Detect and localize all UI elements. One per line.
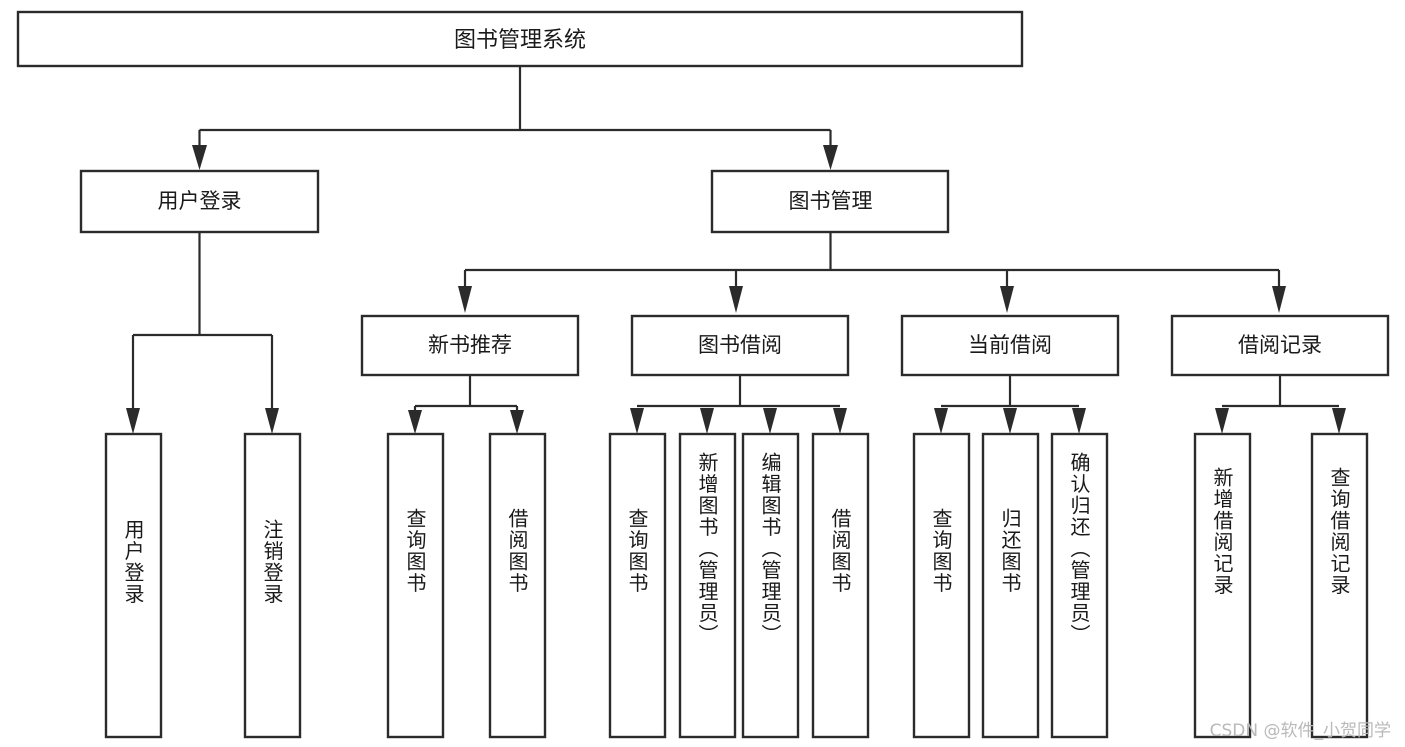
node-user-login-label: 用户登录 — [158, 189, 242, 213]
leaf-new-book-1-box[interactable] — [386, 432, 445, 739]
node-root-box[interactable] — [16, 10, 1024, 68]
arrowhead-borrowrecord-leaf1 — [1215, 408, 1229, 434]
leaf-borrow-record-1-label: 新增借阅记录 — [1210, 467, 1234, 596]
node-new-book-recommend[interactable]: 新书推荐 — [360, 314, 580, 377]
arrowhead-borrow-record — [1272, 286, 1286, 313]
arrowhead-currentborrow-leaf2 — [1003, 408, 1017, 434]
leaf-borrow-record-1[interactable]: 新增借阅记录 — [1193, 432, 1252, 739]
leaf-user-login-1-box[interactable] — [104, 432, 163, 739]
leaf-book-borrow-1-label: 查询图书 — [625, 508, 649, 594]
leaf-new-book-2-label: 借阅图书 — [505, 508, 529, 594]
node-current-borrow-label: 当前借阅 — [968, 333, 1052, 357]
connector-group-book-borrow — [630, 375, 847, 434]
leaf-book-borrow-4[interactable]: 借阅图书 — [811, 432, 870, 739]
leaf-user-login-1[interactable]: 用户登录 — [104, 432, 163, 739]
leaf-current-borrow-2-label: 归还图书 — [998, 508, 1022, 594]
leaf-book-borrow-4-box[interactable] — [811, 432, 870, 739]
node-current-borrow[interactable]: 当前借阅 — [900, 314, 1120, 377]
node-book-management[interactable]: 图书管理 — [710, 169, 950, 234]
leaf-current-borrow-1-label: 查询图书 — [929, 508, 953, 594]
arrowhead-currentborrow-leaf1 — [934, 408, 948, 434]
leaf-book-borrow-2-box[interactable] — [678, 432, 737, 739]
leaf-new-book-1-label: 查询图书 — [403, 508, 427, 594]
leaf-user-login-1-label: 用户登录 — [121, 519, 145, 605]
leaf-book-borrow-1-box[interactable] — [608, 432, 667, 739]
leaf-book-borrow-1[interactable]: 查询图书 — [608, 432, 667, 739]
leaf-user-login-2[interactable]: 注销登录 — [243, 432, 302, 739]
leaf-new-book-1[interactable]: 查询图书 — [386, 432, 445, 739]
arrowhead-borrowrecord-leaf2 — [1332, 408, 1346, 434]
leaf-borrow-record-1-box[interactable] — [1193, 432, 1252, 739]
arrowhead-new-book-recommend — [458, 286, 472, 313]
arrowhead-newbook-leaf2 — [510, 410, 524, 434]
leaf-user-login-2-box[interactable] — [243, 432, 302, 739]
leaf-current-borrow-3-label: 确认归还（管理员） — [1067, 452, 1091, 646]
leaf-current-borrow-3[interactable]: 确认归还（管理员） — [1050, 432, 1109, 739]
connector-group-new-book-recommend — [408, 375, 524, 434]
node-book-management-label: 图书管理 — [789, 189, 873, 213]
leaf-current-borrow-2[interactable]: 归还图书 — [981, 432, 1040, 739]
arrowhead-newbook-leaf1 — [408, 410, 422, 434]
leaf-current-borrow-1-box[interactable] — [912, 432, 971, 739]
connector-group-current-borrow — [934, 375, 1086, 434]
node-root[interactable]: 图书管理系统 — [16, 10, 1024, 68]
arrowhead-user-login — [192, 145, 207, 170]
leaf-book-borrow-3-label: 编辑图书（管理员） — [758, 452, 782, 646]
leaf-current-borrow-3-box[interactable] — [1050, 432, 1109, 739]
leaf-borrow-record-2[interactable]: 查询借阅记录 — [1310, 432, 1369, 739]
arrowhead-currentborrow-leaf3 — [1072, 408, 1086, 434]
connector-group-book-mgmt — [458, 232, 1286, 313]
arrowhead-leaf-user-login — [126, 408, 140, 434]
leaf-current-borrow-1[interactable]: 查询图书 — [912, 432, 971, 739]
node-user-login[interactable]: 用户登录 — [79, 169, 320, 234]
arrowhead-bookborrow-leaf1 — [630, 408, 644, 434]
node-book-borrow-box[interactable] — [630, 314, 850, 377]
node-book-borrow-label: 图书借阅 — [698, 333, 782, 357]
node-book-borrow[interactable]: 图书借阅 — [630, 314, 850, 377]
leaf-new-book-2[interactable]: 借阅图书 — [488, 432, 547, 739]
leaf-current-borrow-2-box[interactable] — [981, 432, 1040, 739]
leaf-new-book-2-box[interactable] — [488, 432, 547, 739]
leaf-borrow-record-2-label: 查询借阅记录 — [1327, 467, 1351, 596]
connector-group-root — [192, 66, 838, 170]
node-borrow-record-label: 借阅记录 — [1238, 333, 1322, 357]
connector-group-user-login — [126, 232, 279, 434]
arrowhead-bookborrow-leaf3 — [763, 408, 777, 434]
arrowhead-current-borrow — [1000, 286, 1014, 313]
leaf-borrow-record-2-box[interactable] — [1310, 432, 1369, 739]
arrowhead-bookborrow-leaf4 — [833, 408, 847, 434]
node-new-book-recommend-label: 新书推荐 — [428, 333, 512, 357]
connector-group-borrow-record — [1215, 375, 1346, 434]
leaf-book-borrow-3[interactable]: 编辑图书（管理员） — [741, 432, 800, 739]
arrowhead-bookborrow-leaf2 — [700, 408, 714, 434]
node-new-book-recommend-box[interactable] — [360, 314, 580, 377]
arrowhead-book-borrow — [729, 286, 743, 313]
node-user-login-box[interactable] — [79, 169, 320, 234]
node-current-borrow-box[interactable] — [900, 314, 1120, 377]
node-book-management-box[interactable] — [710, 169, 950, 234]
leaf-user-login-2-label: 注销登录 — [260, 519, 284, 605]
arrowhead-leaf-logout — [265, 408, 279, 434]
leaf-book-borrow-2[interactable]: 新增图书（管理员） — [678, 432, 737, 739]
node-borrow-record-box[interactable] — [1170, 314, 1390, 377]
node-borrow-record[interactable]: 借阅记录 — [1170, 314, 1390, 377]
leaf-book-borrow-2-label: 新增图书（管理员） — [695, 452, 719, 646]
leaf-book-borrow-3-box[interactable] — [741, 432, 800, 739]
leaf-book-borrow-4-label: 借阅图书 — [828, 508, 852, 594]
arrowhead-book-mgmt — [823, 145, 838, 170]
node-root-label: 图书管理系统 — [454, 28, 586, 53]
